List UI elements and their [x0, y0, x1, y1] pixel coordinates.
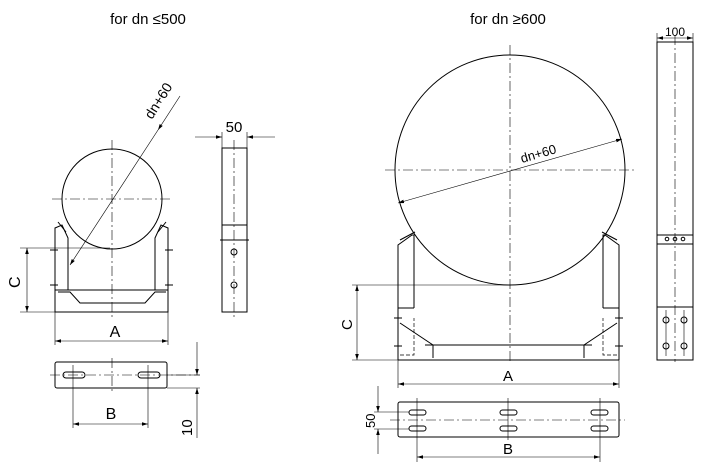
large-dim-c: C: [339, 319, 356, 330]
small-dim-b: B: [106, 406, 117, 423]
large-front-view: dn+60 C A: [339, 45, 635, 388]
small-diameter-label: dn+60: [141, 80, 176, 122]
small-dim-a: A: [110, 324, 121, 341]
large-base-plate: B 50: [363, 386, 625, 462]
small-side-view: 50: [195, 119, 275, 318]
small-front-view: dn+60 C A: [7, 80, 181, 345]
small-thickness-label: 10: [179, 419, 196, 436]
small-dim-c: C: [7, 276, 24, 288]
large-side-view: 100: [656, 25, 694, 362]
title-large: for dn ≥600: [470, 11, 546, 28]
large-slot-spacing-label: 50: [363, 414, 378, 428]
small-base-plate: B 10: [50, 342, 200, 438]
small-width-label: 50: [226, 119, 243, 136]
large-diameter-label: dn+60: [519, 141, 558, 165]
title-small: for dn ≤500: [110, 11, 186, 28]
large-dim-a: A: [503, 368, 513, 385]
large-dim-b: B: [503, 441, 513, 458]
large-width-label: 100: [665, 25, 685, 39]
